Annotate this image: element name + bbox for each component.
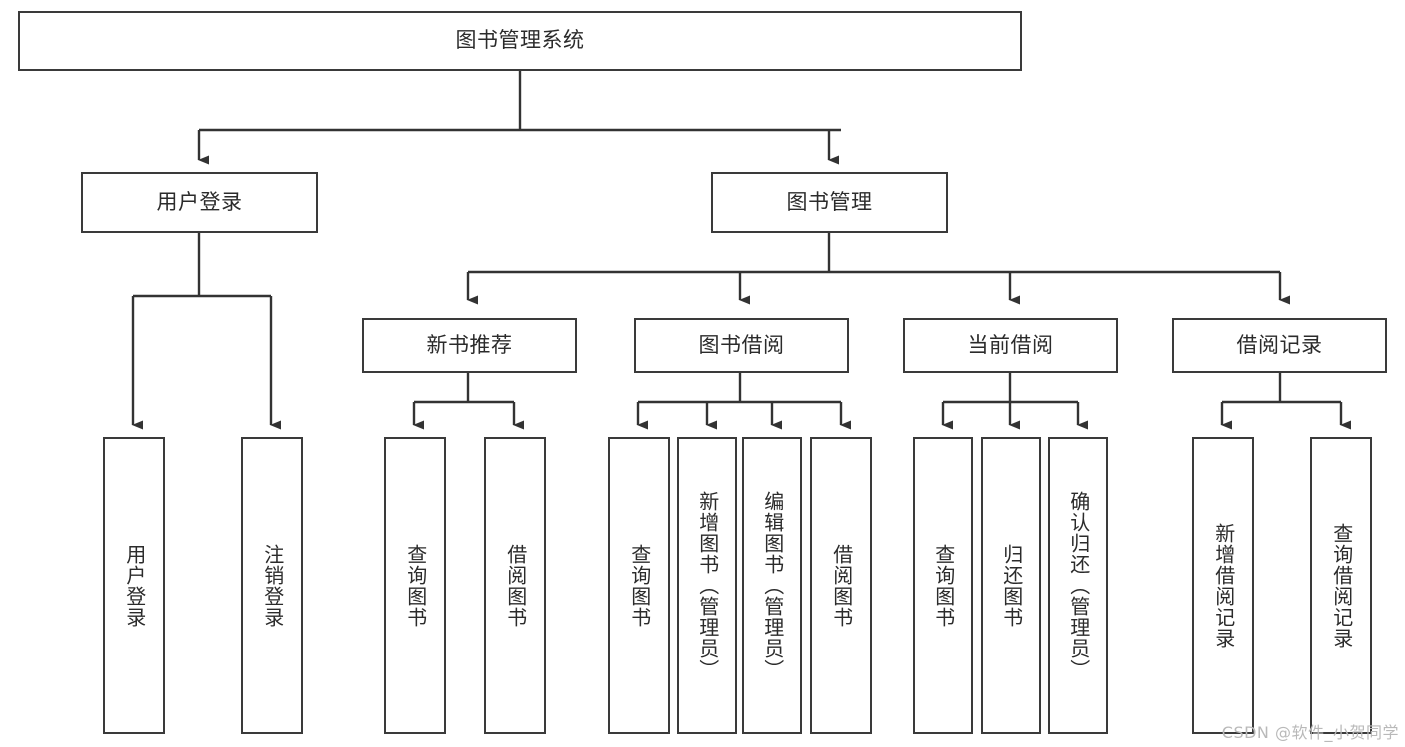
node-label: 借阅图书 bbox=[503, 543, 528, 628]
node-label: 新增借阅记录 bbox=[1211, 522, 1236, 649]
node-user-login: 用户登录 bbox=[81, 172, 318, 233]
node-book-borrow: 图书借阅 bbox=[634, 318, 849, 373]
watermark-text: CSDN @软件_小贺同学 bbox=[1221, 723, 1399, 742]
node-label: 新增图书（管理员） bbox=[695, 491, 720, 680]
node-label: 编辑图书（管理员） bbox=[760, 491, 785, 680]
node-new-book-recommend: 新书推荐 bbox=[362, 318, 577, 373]
node-label: 确认归还（管理员） bbox=[1066, 491, 1091, 680]
leaf-current-confirm-return-admin: 确认归还（管理员） bbox=[1048, 437, 1108, 734]
node-current-borrow: 当前借阅 bbox=[903, 318, 1118, 373]
node-label: 新书推荐 bbox=[426, 332, 513, 357]
leaf-user-login-signout: 注销登录 bbox=[241, 437, 303, 734]
node-label: 用户登录 bbox=[156, 189, 243, 214]
leaf-new-book-query: 查询图书 bbox=[384, 437, 446, 734]
node-label: 图书管理系统 bbox=[455, 28, 585, 53]
leaf-borrow-query-book: 查询图书 bbox=[608, 437, 670, 734]
leaf-user-login-signin: 用户登录 bbox=[103, 437, 165, 734]
node-label: 图书管理 bbox=[786, 189, 873, 214]
leaf-borrow-edit-book-admin: 编辑图书（管理员） bbox=[742, 437, 802, 734]
node-label: 查询图书 bbox=[403, 543, 428, 628]
leaf-borrow-add-book-admin: 新增图书（管理员） bbox=[677, 437, 737, 734]
node-label: 注销登录 bbox=[260, 543, 285, 628]
leaf-current-query-book: 查询图书 bbox=[913, 437, 973, 734]
node-label: 查询图书 bbox=[627, 543, 652, 628]
leaf-current-return-book: 归还图书 bbox=[981, 437, 1041, 734]
node-label: 查询图书 bbox=[931, 543, 956, 628]
node-label: 归还图书 bbox=[999, 543, 1024, 628]
node-root-system: 图书管理系统 bbox=[18, 11, 1022, 71]
node-label: 借阅记录 bbox=[1236, 332, 1323, 357]
leaf-new-book-borrow: 借阅图书 bbox=[484, 437, 546, 734]
node-label: 用户登录 bbox=[122, 543, 147, 628]
node-label: 查询借阅记录 bbox=[1329, 522, 1354, 649]
node-borrow-records: 借阅记录 bbox=[1172, 318, 1387, 373]
node-label: 图书借阅 bbox=[698, 332, 785, 357]
node-label: 当前借阅 bbox=[967, 332, 1054, 357]
node-book-management: 图书管理 bbox=[711, 172, 948, 233]
leaf-records-query-record: 查询借阅记录 bbox=[1310, 437, 1372, 734]
leaf-borrow-borrow-book: 借阅图书 bbox=[810, 437, 872, 734]
node-label: 借阅图书 bbox=[829, 543, 854, 628]
leaf-records-add-record: 新增借阅记录 bbox=[1192, 437, 1254, 734]
